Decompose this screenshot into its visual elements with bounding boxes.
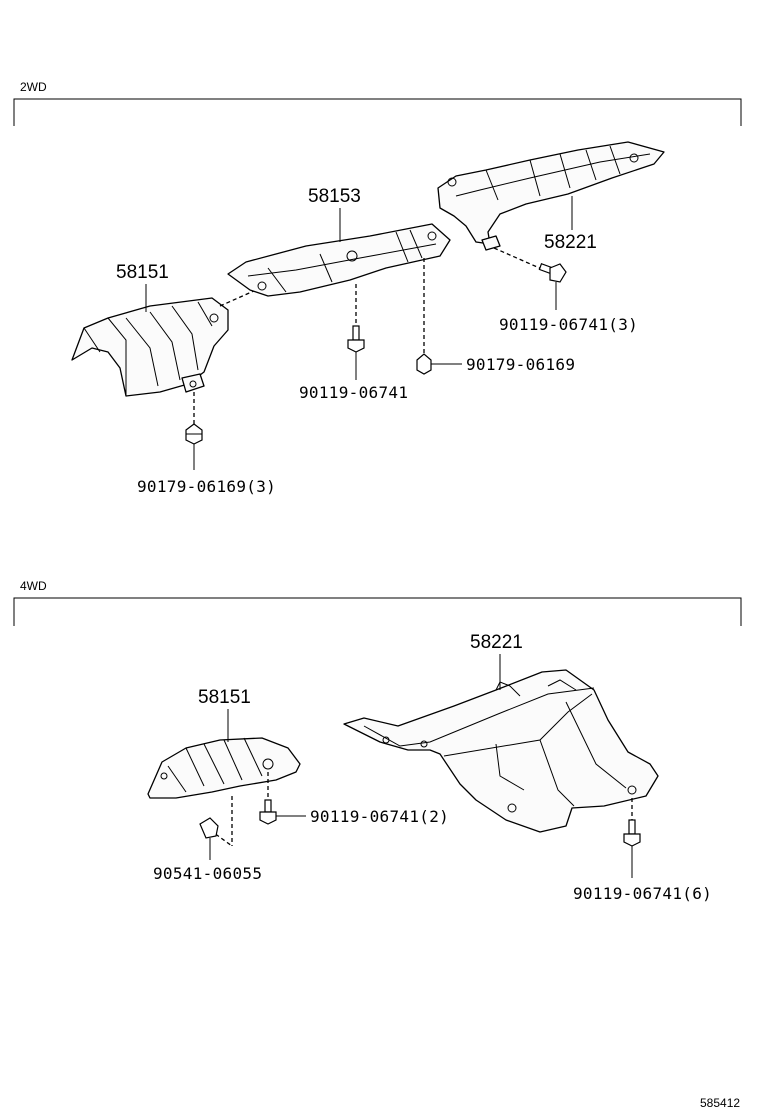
fastener-label-90119-06741-3: 90119-06741(3) [499, 315, 638, 334]
nut-icon [416, 353, 432, 375]
section-title-4wd: 4WD [20, 579, 47, 593]
bolt-icon [623, 819, 641, 847]
part-label-58151-4wd: 58151 [198, 687, 251, 708]
fastener-label-90119-06741-6: 90119-06741(6) [573, 884, 712, 903]
fastener-label-90179-06169-3: 90179-06169(3) [137, 477, 276, 496]
diagram-id: 585412 [700, 1096, 740, 1110]
part-label-58221-2wd: 58221 [544, 232, 597, 253]
clip-icon [199, 817, 219, 839]
fastener-label-90119-06741: 90119-06741 [299, 383, 408, 402]
heat-insulator-58151-2wd [71, 297, 229, 397]
section-bracket-2wd [13, 98, 742, 126]
fastener-label-90119-06741-2: 90119-06741(2) [310, 807, 449, 826]
part-label-58221-4wd: 58221 [470, 632, 523, 653]
bolt-icon [538, 263, 567, 283]
heat-insulator-58153-2wd [227, 223, 451, 297]
heat-insulator-58221-2wd [437, 141, 665, 251]
bolt-icon [259, 799, 277, 825]
section-2wd: 2WD 58151 90179-06169(3) [13, 80, 742, 496]
fastener-label-90179-06169: 90179-06169 [466, 355, 575, 374]
bolt-icon [347, 325, 365, 353]
part-label-58151-2wd: 58151 [116, 262, 169, 283]
section-4wd: 4WD 58151 90119-06741(2) 90541-06055 [13, 579, 742, 903]
fastener-label-90541-06055: 90541-06055 [153, 864, 262, 883]
section-title-2wd: 2WD [20, 80, 47, 94]
nut-icon [185, 423, 203, 445]
section-bracket-4wd [13, 597, 742, 626]
part-label-58153-2wd: 58153 [308, 186, 361, 207]
heat-insulator-58151-4wd [147, 737, 301, 799]
heat-insulator-58221-4wd [343, 669, 659, 833]
